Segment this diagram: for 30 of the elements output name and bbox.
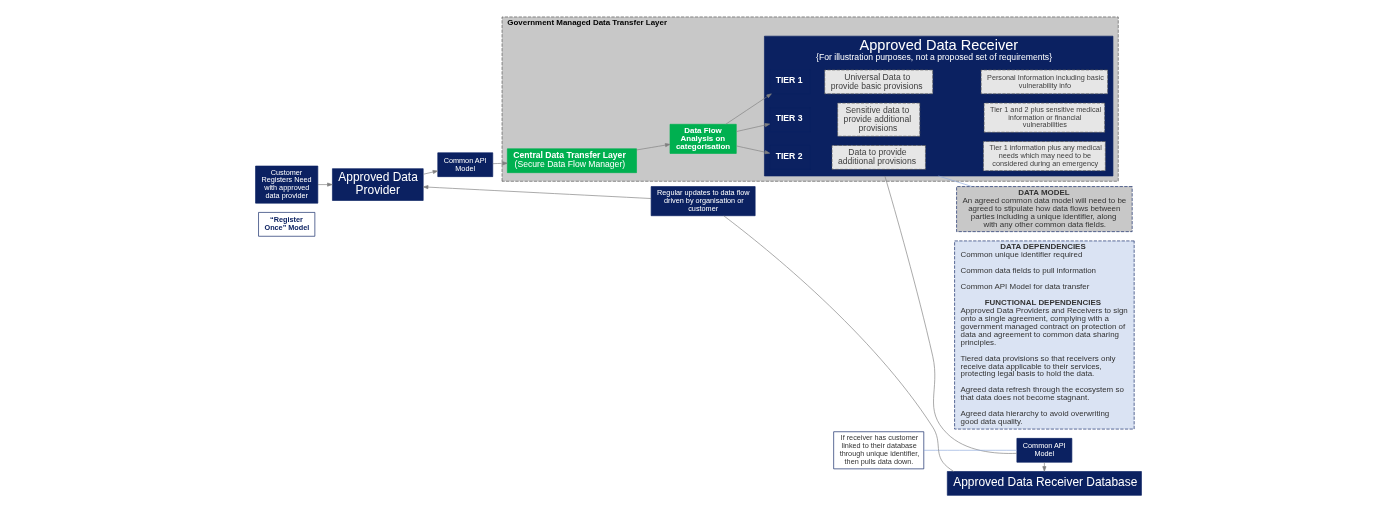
arrow xyxy=(422,169,438,175)
node-text: TIER 1 xyxy=(775,74,802,85)
node-box: Universal Data to provide basic provisions xyxy=(823,69,933,94)
node-box: Regular updates to data flow driven by organisation or customer xyxy=(650,185,755,216)
arrow xyxy=(422,184,651,199)
arrow xyxy=(735,122,770,132)
node-text: TIER 2 xyxy=(775,150,802,161)
connector xyxy=(937,175,972,187)
arrow xyxy=(635,142,670,150)
arrow xyxy=(735,145,770,154)
node-box: Central Data Transfer Layer (Secure Data Flow Manager) xyxy=(506,148,637,173)
node-box: Approved Data Receiver Database xyxy=(946,470,1142,496)
arrow xyxy=(491,160,508,165)
connector xyxy=(923,449,1017,451)
node-box: Tier 1 information plus any medical needs which may need to be considered during an emergency xyxy=(982,140,1106,171)
arrow xyxy=(317,182,332,187)
node-box: Common API Model xyxy=(1016,437,1072,463)
node-box: Sensitive data to provide additional provisions xyxy=(836,102,920,137)
arrow xyxy=(724,93,772,124)
node-box: Personal Information including basic vulnerability info xyxy=(980,69,1108,94)
node-box: Approved Data Provider xyxy=(331,167,423,201)
node-box: Data to provide additional provisions xyxy=(831,144,926,170)
node-box: Common API Model xyxy=(436,151,493,177)
node-box: If receiver has customer linked to their database through unique identifier, then pulls data down. xyxy=(832,430,924,469)
arrow xyxy=(1041,461,1046,472)
connector xyxy=(884,175,1017,454)
node-box: “Register Once” Model xyxy=(257,211,315,237)
node-box: Customer Registers Need with approved data provider xyxy=(254,165,318,203)
node-box: Tier 1 and 2 plus sensitive medical information or financial vulnerabilities xyxy=(983,102,1105,133)
node-text: TIER 3 xyxy=(775,112,802,123)
